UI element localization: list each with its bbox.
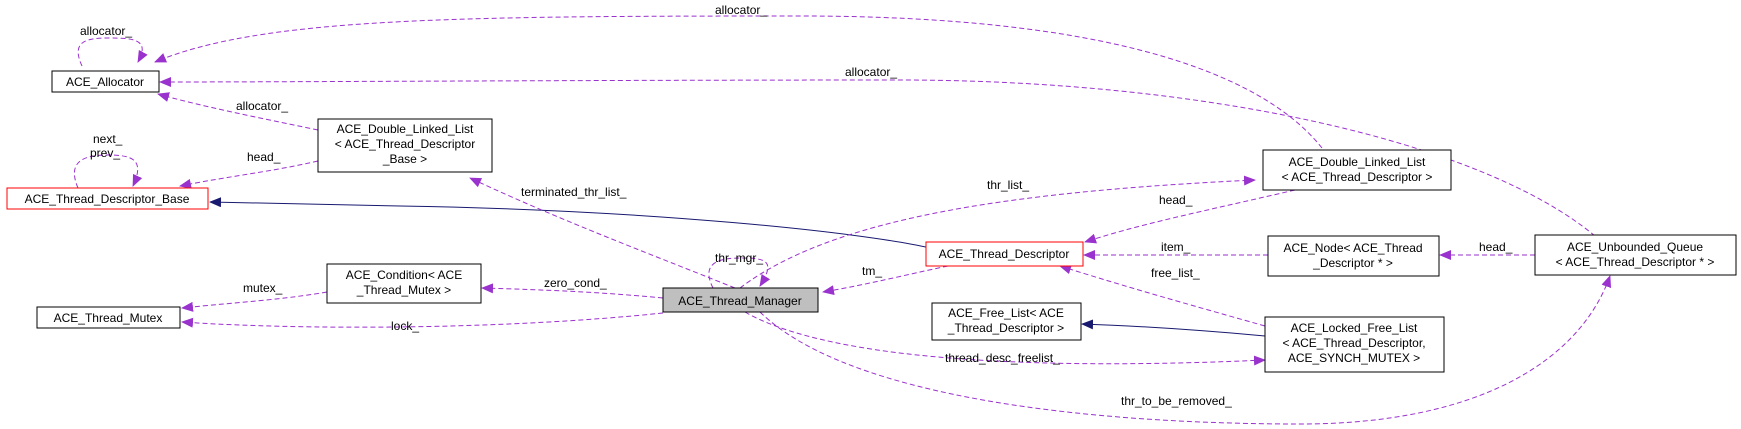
- node-ace-unbounded-queue[interactable]: ACE_Unbounded_Queue < ACE_Thread_Descrip…: [1534, 234, 1737, 276]
- edge-terminated: [469, 177, 736, 289]
- edge-head-td: [1084, 189, 1296, 244]
- node-double-linked-list-base[interactable]: ACE_Double_Linked_List < ACE_Thread_Desc…: [317, 118, 493, 173]
- node-double-linked-list-td-line1: ACE_Double_Linked_List: [1289, 155, 1426, 169]
- label-free-list: free_list_: [1151, 266, 1200, 280]
- label-tm: tm_: [862, 264, 882, 278]
- label-next: next_: [93, 132, 123, 146]
- node-ace-thread-manager-label: ACE_Thread_Manager: [678, 294, 801, 308]
- node-ace-free-list-line1: ACE_Free_List< ACE: [948, 306, 1064, 320]
- label-zero-cond: zero_cond_: [544, 276, 607, 290]
- label-head-base: head_: [247, 150, 281, 164]
- label-allocator-top: allocator_: [715, 3, 767, 17]
- edges: [73, 15, 1611, 425]
- label-lock: lock_: [391, 319, 419, 333]
- label-thread-desc-freelist: thread_desc_freelist_: [945, 351, 1060, 365]
- edge-allocator-self: [77, 37, 148, 67]
- label-allocator-dll: allocator_: [236, 99, 288, 113]
- edge-next-prev-self: [73, 154, 143, 189]
- node-ace-unbounded-queue-line1: ACE_Unbounded_Queue: [1567, 240, 1703, 254]
- node-ace-free-list[interactable]: ACE_Free_List< ACE _Thread_Descriptor >: [931, 302, 1082, 341]
- node-ace-thread-descriptor[interactable]: ACE_Thread_Descriptor: [925, 241, 1084, 267]
- label-item: item_: [1161, 240, 1191, 254]
- node-ace-allocator[interactable]: ACE_Allocator: [51, 70, 160, 93]
- label-terminated: terminated_thr_list_: [521, 185, 627, 199]
- edge-thread-desc-freelist: [744, 311, 1266, 366]
- node-double-linked-list-base-line2: < ACE_Thread_Descriptor: [335, 137, 475, 151]
- edge-head-base: [179, 160, 319, 189]
- node-ace-locked-free-list-line1: ACE_Locked_Free_List: [1291, 321, 1418, 335]
- node-ace-node-line2: _Descriptor * >: [1312, 256, 1393, 270]
- edge-lock: [181, 312, 664, 328]
- node-ace-node-line1: ACE_Node< ACE_Thread: [1283, 241, 1422, 255]
- edge-zero-cond: [481, 283, 664, 299]
- edge-thr-to-be-removed: [759, 275, 1611, 425]
- node-ace-thread-descriptor-base-label: ACE_Thread_Descriptor_Base: [25, 192, 190, 206]
- edge-mutex: [181, 291, 328, 312]
- node-double-linked-list-td[interactable]: ACE_Double_Linked_List < ACE_Thread_Desc…: [1262, 149, 1452, 191]
- edge-thr-list: [739, 175, 1256, 289]
- node-ace-condition-line1: ACE_Condition< ACE: [346, 268, 462, 282]
- label-mutex: mutex_: [243, 281, 283, 295]
- label-head-queue: head_: [1479, 240, 1513, 254]
- node-ace-thread-descriptor-base[interactable]: ACE_Thread_Descriptor_Base: [6, 187, 209, 210]
- edge-allocator-top: [154, 15, 1323, 149]
- edge-labels: allocator_ allocator_ allocator_ allocat…: [80, 3, 1513, 408]
- node-ace-thread-descriptor-label: ACE_Thread_Descriptor: [939, 247, 1070, 261]
- edge-allocator-dll: [157, 92, 319, 131]
- label-thr-to-be-removed: thr_to_be_removed_: [1121, 394, 1232, 408]
- node-ace-thread-manager[interactable]: ACE_Thread_Manager: [662, 287, 819, 313]
- label-thr-list: thr_list_: [987, 178, 1029, 192]
- node-ace-locked-free-list-line2: < ACE_Thread_Descriptor,: [1282, 336, 1425, 350]
- node-ace-locked-free-list-line3: ACE_SYNCH_MUTEX >: [1288, 351, 1420, 365]
- label-prev: prev_: [90, 146, 120, 160]
- node-ace-node[interactable]: ACE_Node< ACE_Thread _Descriptor * >: [1267, 235, 1440, 277]
- node-ace-locked-free-list[interactable]: ACE_Locked_Free_List < ACE_Thread_Descri…: [1264, 316, 1445, 373]
- node-ace-free-list-line2: _Thread_Descriptor >: [947, 321, 1064, 335]
- node-ace-condition[interactable]: ACE_Condition< ACE _Thread_Mutex >: [326, 263, 482, 304]
- node-ace-condition-line2: _Thread_Mutex >: [356, 283, 451, 297]
- label-allocator-long: allocator_: [845, 65, 897, 79]
- node-double-linked-list-td-line2: < ACE_Thread_Descriptor >: [1282, 170, 1433, 184]
- label-thr-mgr: thr_mgr_: [715, 251, 763, 265]
- node-ace-thread-mutex[interactable]: ACE_Thread_Mutex: [36, 306, 181, 329]
- edge-free-list: [1059, 264, 1266, 327]
- node-ace-unbounded-queue-line2: < ACE_Thread_Descriptor * >: [1556, 255, 1715, 269]
- edge-tm: [822, 265, 949, 296]
- node-double-linked-list-base-line1: ACE_Double_Linked_List: [337, 122, 474, 136]
- label-head-td: head_: [1159, 193, 1193, 207]
- edge-thr-mgr-self: [708, 257, 771, 289]
- edge-inherit-base: [209, 197, 931, 249]
- node-double-linked-list-base-line3: _Base >: [382, 152, 427, 166]
- edge-inherit-freelist: [1081, 319, 1266, 337]
- node-ace-allocator-label: ACE_Allocator: [66, 75, 144, 89]
- label-allocator-self: allocator_: [80, 24, 132, 38]
- node-ace-thread-mutex-label: ACE_Thread_Mutex: [54, 311, 163, 325]
